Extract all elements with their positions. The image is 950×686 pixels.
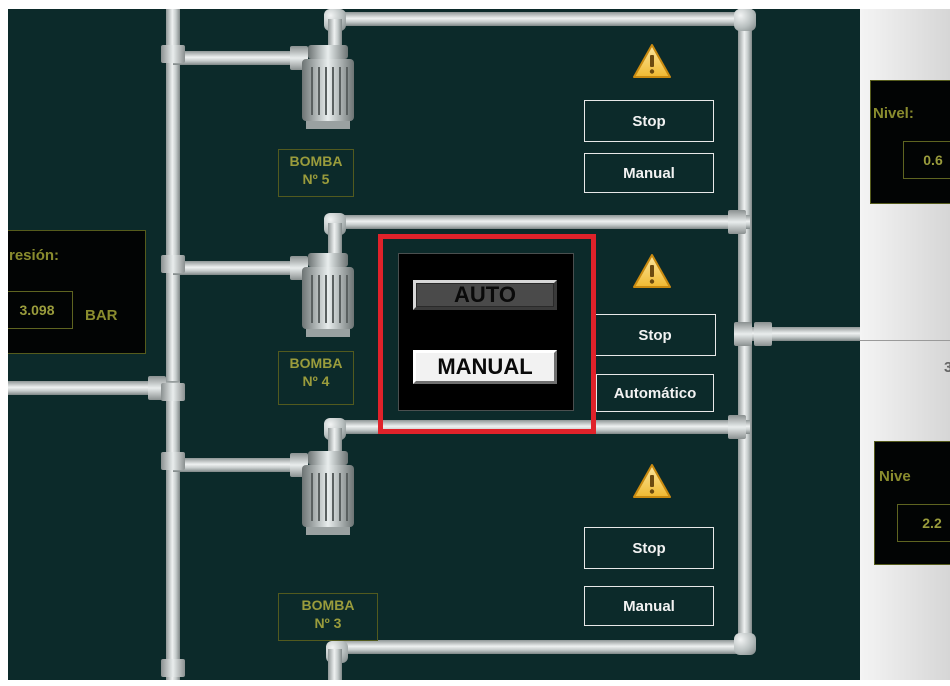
pump-label-5: BOMBA Nº 5 [278, 149, 354, 197]
suction-pipe-5 [173, 51, 303, 65]
motor-pump-icon [302, 45, 354, 129]
panel-divider [860, 340, 950, 341]
inlet-pipe [8, 381, 180, 395]
auto-mode-button[interactable]: AUTO [413, 280, 557, 310]
pressure-unit: BAR [85, 307, 118, 324]
discharge-pipe-4 [330, 215, 750, 229]
pipe-flange [728, 415, 746, 439]
pump5-stop-button[interactable]: Stop [584, 100, 714, 142]
discharge-pipe-5 [330, 12, 750, 26]
pipe-elbow [734, 9, 756, 31]
pump-label-line1: BOMBA [289, 355, 343, 371]
manual-mode-button[interactable]: MANUAL [413, 350, 557, 384]
highlight-frame [378, 234, 596, 434]
pump4-mode-button[interactable]: Automático [596, 374, 714, 412]
pump5-mode-button[interactable]: Manual [584, 153, 714, 193]
auto-mode-label: AUTO [416, 282, 554, 307]
suction-pipe-3 [173, 458, 303, 472]
pipe-flange [754, 322, 772, 346]
level-title-1: Nivel: [873, 105, 914, 122]
motor-pump-icon [302, 451, 354, 535]
pump-label-line1: BOMBA [289, 153, 343, 169]
pump-label-3: BOMBA Nº 3 [278, 593, 378, 641]
motor-pump-icon [302, 253, 354, 337]
pressure-panel: resión: 3.098 BAR [8, 230, 146, 354]
main-header-pipe [166, 9, 180, 680]
pump3-mode-button[interactable]: Manual [584, 586, 714, 626]
pipe-flange [734, 322, 752, 346]
level-panel-1: Nivel: 0.6 [870, 80, 950, 204]
pipe-elbow [734, 633, 756, 655]
scada-canvas: BOMBA Nº 5 BOMBA Nº 4 BOMBA Nº 3 Stop Ma… [8, 9, 860, 680]
discharge-pipe-2 [336, 640, 750, 654]
pipe-flange [161, 383, 185, 401]
pump-label-4: BOMBA Nº 4 [278, 351, 354, 405]
warning-icon[interactable] [632, 463, 672, 499]
level-value-2: 2.2 [897, 504, 950, 542]
level-marker: 3 [944, 359, 950, 376]
level-panel-2: Nive 2.2 [874, 441, 950, 565]
pump4-stop-button[interactable]: Stop [594, 314, 716, 356]
level-value-1: 0.6 [903, 141, 950, 179]
pipe-flange [161, 255, 185, 273]
pipe-flange [161, 45, 185, 63]
pump-label-line1: BOMBA [301, 597, 355, 613]
pipe-flange [728, 210, 746, 234]
suction-pipe-4 [173, 261, 303, 275]
mode-selector-popup: AUTO MANUAL [398, 253, 574, 411]
outlet-pipe [748, 327, 860, 341]
riser-pipe-2 [328, 649, 342, 680]
pressure-value: 3.098 [8, 291, 73, 329]
riser-pipe-4 [328, 223, 342, 261]
pipe-flange [161, 452, 185, 470]
pump3-stop-button[interactable]: Stop [584, 527, 714, 569]
pump-label-line2: Nº 5 [302, 171, 330, 187]
pump-label-line2: Nº 4 [302, 373, 330, 389]
warning-icon[interactable] [632, 43, 672, 79]
pump-label-line2: Nº 3 [314, 615, 342, 631]
pressure-title: resión: [9, 247, 60, 264]
warning-icon[interactable] [632, 253, 672, 289]
pipe-flange [161, 659, 185, 677]
level-title-2: Nive [879, 468, 911, 485]
right-panel: Nivel: 0.6 3 Nive 2.2 [860, 9, 950, 680]
